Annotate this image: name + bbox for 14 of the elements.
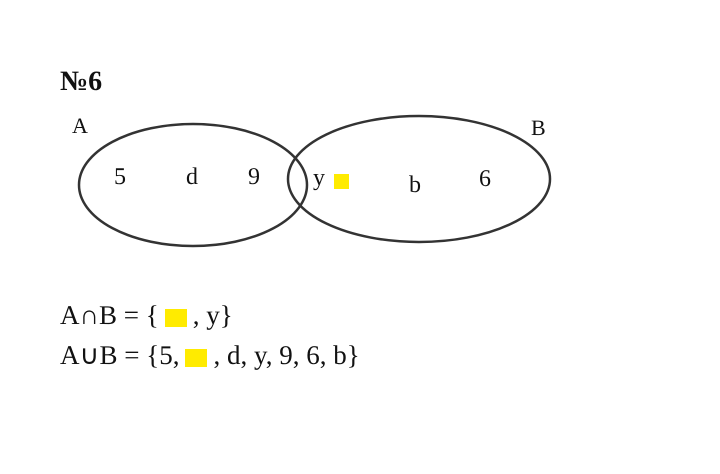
set-element: 6	[479, 167, 491, 191]
set-name: A	[72, 115, 88, 137]
set-element: y	[313, 166, 325, 190]
set-element: b	[409, 173, 421, 197]
set-element: 5	[114, 165, 126, 189]
set-expression: , d, y, 9, 6, b}	[213, 340, 360, 370]
set-element: d	[186, 165, 198, 189]
set-expression: A∪B = {5,	[60, 340, 180, 370]
set-expression: , y}	[192, 300, 233, 330]
task-number: №6	[60, 68, 102, 96]
set-expression: A∩B = {	[60, 300, 159, 330]
set-element: 9	[248, 165, 260, 189]
set-name: B	[531, 117, 546, 139]
set-ellipse	[287, 115, 551, 243]
